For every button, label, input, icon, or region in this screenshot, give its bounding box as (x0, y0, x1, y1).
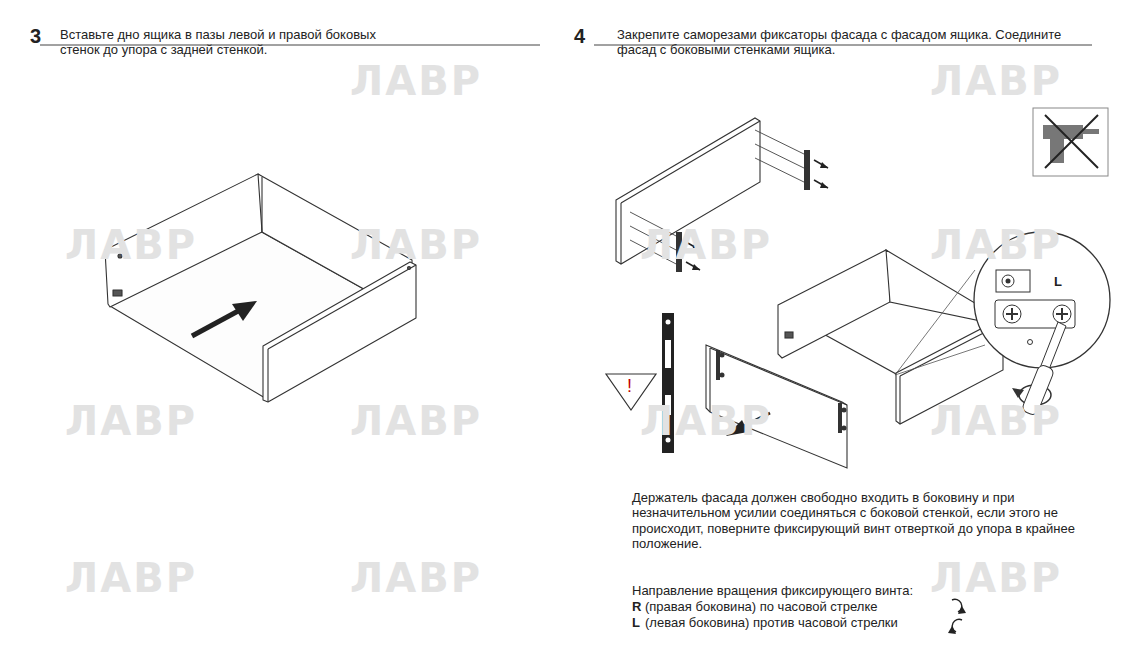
no-drill-symbol (1033, 108, 1108, 176)
watermark: ЛАВР (65, 555, 197, 601)
drawer-box (105, 174, 416, 402)
watermark: ЛАВР (640, 222, 772, 268)
watermark: ЛАВР (640, 398, 772, 444)
zoom-lines (895, 270, 985, 375)
watermark: ЛАВР (350, 555, 482, 601)
note-text: Держатель фасада должен свободно входить… (632, 490, 1102, 551)
watermark: ЛАВР (65, 222, 197, 268)
step-instruction: Закрепите саморезами фиксаторы фасада с … (617, 27, 1077, 58)
side-marker: R (632, 599, 641, 614)
warning-mark: ! (627, 376, 632, 397)
watermark: ЛАВР (350, 398, 482, 444)
step-number: 4 (574, 25, 585, 49)
watermark: ЛАВР (930, 555, 1062, 601)
note-text: (левая боковина) против часовой стрелки (645, 615, 898, 630)
step-instruction: Вставьте дно ящика в пазы левой и правой… (60, 27, 380, 58)
watermark: ЛАВР (930, 398, 1062, 444)
insert-arrow (192, 301, 257, 336)
side-marker: L (1052, 274, 1064, 289)
watermark: ЛАВР (930, 58, 1062, 104)
side-marker: L (632, 615, 640, 630)
watermark: ЛАВР (930, 222, 1062, 268)
note-text: (правая боковина) по часовой стрелке (645, 599, 877, 614)
step-number: 3 (30, 25, 41, 49)
rotation-icon (948, 599, 966, 634)
watermark: ЛАВР (65, 398, 197, 444)
drawer-box (778, 250, 1003, 424)
watermark: ЛАВР (350, 58, 482, 104)
watermark: ЛАВР (350, 222, 482, 268)
note-text: Направление вращения фиксирующего винта: (632, 583, 913, 598)
